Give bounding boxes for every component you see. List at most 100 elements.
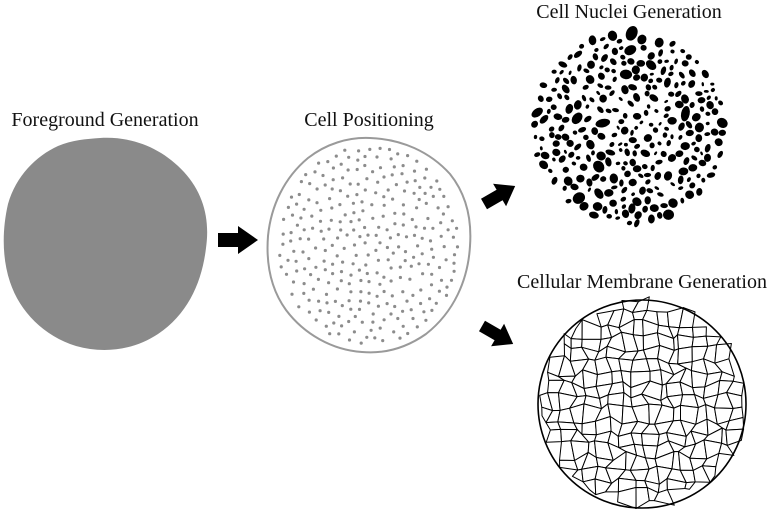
cell-point xyxy=(412,169,417,173)
cell-point xyxy=(299,216,303,220)
cell-point xyxy=(328,197,332,201)
cell-nucleus xyxy=(615,161,621,166)
cell-point xyxy=(343,148,347,152)
cell-nucleus xyxy=(645,179,651,185)
cell-nucleus xyxy=(703,153,712,162)
cell-nucleus xyxy=(615,216,621,220)
cell-nucleus xyxy=(710,128,719,136)
cell-nucleus xyxy=(597,106,604,113)
cell-point xyxy=(297,305,301,309)
membrane-cell xyxy=(701,465,717,483)
cell-nucleus xyxy=(579,202,589,211)
cell-nucleus xyxy=(691,141,696,146)
membrane-cell xyxy=(677,346,693,365)
cell-nucleus xyxy=(618,142,623,146)
cell-nucleus xyxy=(597,132,606,140)
cell-nucleus xyxy=(594,47,599,53)
cell-nucleus xyxy=(663,171,673,181)
cell-point xyxy=(279,265,283,269)
cell-nucleus xyxy=(647,214,655,224)
cell-nucleus xyxy=(602,206,608,214)
cell-point xyxy=(352,211,356,215)
cell-nucleus xyxy=(583,68,590,74)
cell-point xyxy=(348,182,352,186)
cell-nucleus xyxy=(563,149,567,154)
cell-nucleus xyxy=(632,112,642,120)
cell-point xyxy=(446,228,450,232)
cell-point xyxy=(401,324,405,328)
cell-point xyxy=(381,339,385,343)
cell-point xyxy=(315,201,319,205)
cell-point xyxy=(323,268,327,272)
cell-nucleus xyxy=(572,192,586,204)
cell-nucleus xyxy=(596,90,601,96)
cell-point xyxy=(357,307,362,311)
cell-nucleus xyxy=(539,146,543,151)
cell-point xyxy=(381,214,385,218)
cell-point xyxy=(408,277,412,281)
cell-nucleus xyxy=(609,199,617,207)
cell-point xyxy=(402,212,406,216)
cell-nucleus xyxy=(660,203,668,209)
cell-nucleus xyxy=(657,59,663,64)
arrow-down-right-icon xyxy=(479,320,514,347)
cell-nucleus xyxy=(609,141,615,148)
cell-nucleus xyxy=(562,77,570,85)
cell-point xyxy=(413,179,417,183)
cell-nucleus xyxy=(549,132,555,139)
cell-point xyxy=(359,290,363,294)
cell-point xyxy=(439,278,444,282)
cell-point xyxy=(278,253,282,257)
cell-point xyxy=(363,225,367,230)
cell-nucleus xyxy=(658,49,664,57)
cell-nucleus xyxy=(645,60,657,71)
cell-nucleus xyxy=(582,84,589,90)
cell-point xyxy=(353,314,357,319)
cell-point xyxy=(343,213,347,217)
cell-nucleus xyxy=(701,82,705,87)
cell-nucleus xyxy=(678,122,685,131)
cell-point xyxy=(378,326,382,330)
cell-point xyxy=(409,264,413,268)
cell-nucleus xyxy=(585,104,590,109)
cell-nucleus xyxy=(563,176,573,186)
positioning-outline xyxy=(266,136,472,354)
cell-nucleus xyxy=(668,198,678,208)
cell-point xyxy=(374,191,378,195)
cell-point xyxy=(401,309,405,313)
cell-nucleus xyxy=(649,204,659,213)
cell-point xyxy=(367,301,371,305)
cell-nucleus xyxy=(660,150,667,158)
cell-nucleus xyxy=(716,117,728,128)
cell-point xyxy=(412,191,416,195)
cell-nucleus xyxy=(593,160,605,173)
cell-point xyxy=(355,193,359,197)
cell-point xyxy=(403,259,407,263)
cell-nucleus xyxy=(654,172,662,180)
cell-nucleus xyxy=(643,109,649,116)
cell-nucleus xyxy=(539,82,548,89)
cell-point xyxy=(357,268,361,272)
cell-nucleus xyxy=(688,164,698,172)
cell-nucleus xyxy=(680,49,686,54)
cell-nucleus xyxy=(551,87,557,92)
cell-point xyxy=(371,312,375,316)
cell-point xyxy=(396,152,400,156)
cell-nucleus xyxy=(660,66,667,76)
cell-point xyxy=(424,318,428,322)
cell-nucleus xyxy=(570,75,577,85)
cell-point xyxy=(429,283,434,287)
cell-point xyxy=(416,244,420,248)
cell-point xyxy=(415,325,419,329)
cell-point xyxy=(307,310,311,314)
membrane-cell xyxy=(684,481,696,490)
membrane-outline xyxy=(537,299,747,509)
cell-point xyxy=(291,280,296,284)
cell-point xyxy=(319,208,323,212)
cell-point xyxy=(302,207,306,211)
cell-nucleus xyxy=(718,100,724,106)
cell-point xyxy=(355,167,359,172)
cell-nucleus xyxy=(664,106,671,112)
cell-nucleus xyxy=(611,47,619,56)
cell-point xyxy=(330,206,334,210)
